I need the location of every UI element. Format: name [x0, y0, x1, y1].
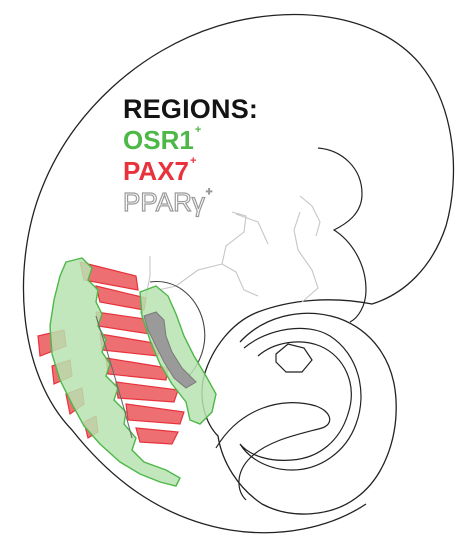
legend-item-osr1-label: OSR1: [123, 125, 194, 155]
regions-legend: REGIONS: OSR1+ PAX7+ PPARγ+: [123, 96, 258, 220]
pax7-somite-9: [116, 382, 178, 402]
tail-curl-outline: [216, 403, 330, 500]
legend-item-ppar-gamma-superscript: +: [206, 186, 212, 198]
pax7-somite-12: [136, 428, 178, 444]
legend-title: REGIONS:: [123, 96, 258, 123]
legend-item-pax7-superscript: +: [190, 155, 196, 167]
legend-item-pax7: PAX7+: [123, 158, 258, 184]
pax7-somite-11: [126, 404, 184, 424]
head-profile-outline: [318, 148, 366, 322]
limb-bud-outline: [276, 344, 312, 372]
legend-item-ppar-gamma: PPARγ+: [123, 189, 258, 215]
tail-loop-outline: [240, 328, 361, 470]
legend-item-osr1-superscript: +: [195, 124, 201, 136]
legend-item-ppar-gamma-label: PPARγ: [123, 187, 205, 217]
legend-item-pax7-label: PAX7: [123, 156, 189, 186]
legend-item-osr1: OSR1+: [123, 127, 258, 153]
